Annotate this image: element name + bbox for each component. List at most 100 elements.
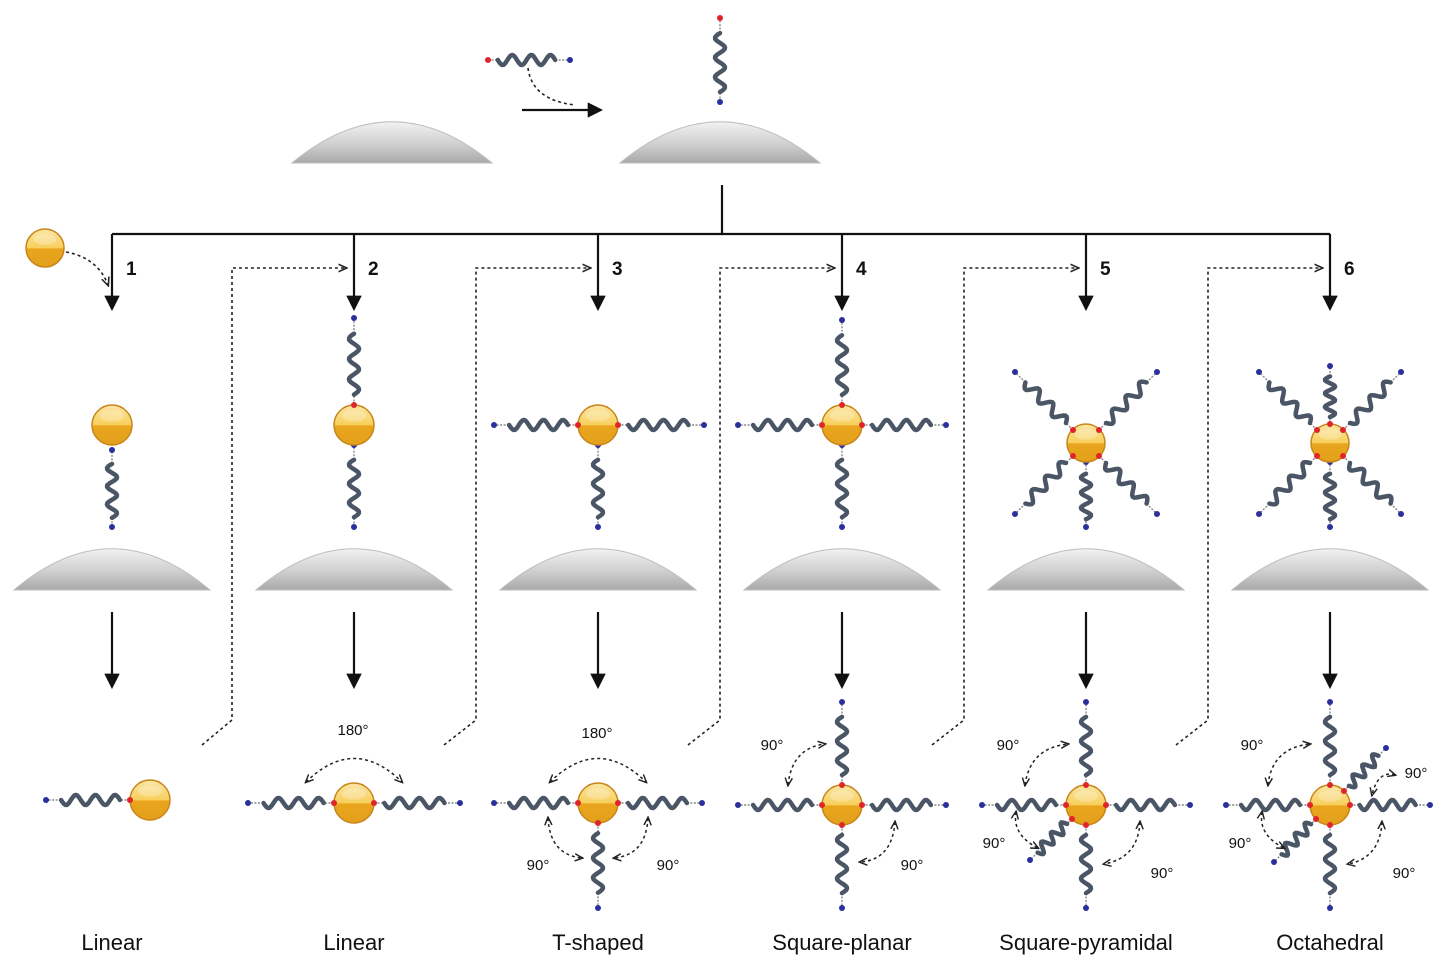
left-strand-4 xyxy=(735,417,825,433)
feedback-dashed-path-2 xyxy=(201,268,346,746)
angle-label-90-3-right: 90° xyxy=(657,857,680,874)
step-number-1: 1 xyxy=(126,259,137,280)
angle-label-90-6-left: 90° xyxy=(1229,835,1252,852)
product-strand-3b xyxy=(615,795,705,811)
angle-label-90-6-upright: 90° xyxy=(1405,765,1428,782)
strand-6-top xyxy=(1322,363,1338,427)
bound-particle-6 xyxy=(1310,423,1350,463)
angle-arc-5-right xyxy=(1104,822,1140,864)
strand-6-d xyxy=(1340,453,1404,517)
product-strand-4b xyxy=(859,797,949,813)
step-number-3: 3 xyxy=(612,259,623,280)
bound-particle-3 xyxy=(577,404,619,446)
strand-6-c xyxy=(1256,453,1320,517)
surface-strand-2 xyxy=(346,442,362,530)
dome-3 xyxy=(498,548,698,591)
product-strand-3a xyxy=(491,795,581,811)
product-strand-5c xyxy=(1078,699,1094,788)
substrate-dome-functionalized xyxy=(618,121,822,164)
strand-6-a xyxy=(1256,369,1320,433)
angle-arc-6-upright xyxy=(1372,774,1395,795)
angle-label-90-5-top: 90° xyxy=(997,737,1020,754)
feedback-dashed-path-3 xyxy=(443,268,590,746)
angle-arc-5-left xyxy=(1015,812,1038,848)
strand-5-c xyxy=(1012,453,1076,517)
angle-arc-4-top xyxy=(788,744,825,785)
geometry-label-6: Octahedral xyxy=(1276,930,1384,955)
feedback-dashed-path-5 xyxy=(931,268,1078,746)
angle-label-90-4-bottom: 90° xyxy=(901,857,924,874)
angle-arc-5-top xyxy=(1025,744,1068,785)
dome-4 xyxy=(742,548,942,591)
dome-2 xyxy=(254,548,454,591)
product-particle-1 xyxy=(129,779,171,821)
free-particle xyxy=(25,228,65,268)
product-strand-6b xyxy=(1347,797,1433,813)
strand-attach-dashed-arrow xyxy=(527,67,576,106)
angle-arc-4-bottom xyxy=(860,822,895,862)
product-strand-6e xyxy=(1341,745,1389,794)
strand-6-b xyxy=(1340,369,1404,433)
product-strand-6c xyxy=(1322,699,1338,788)
product-strand-2a xyxy=(245,795,337,811)
surface-strand-6 xyxy=(1322,459,1338,530)
product-particle-2 xyxy=(333,782,375,824)
product-strand-5d xyxy=(1078,822,1094,911)
feedback-dashed-path-4 xyxy=(687,268,834,746)
angle-arc-3-top xyxy=(550,757,646,783)
geometry-label-3: T-shaped xyxy=(552,930,644,955)
feedback-dashed-path-6 xyxy=(1175,268,1322,746)
step-number-2: 2 xyxy=(368,259,379,280)
dome-6 xyxy=(1230,548,1430,591)
strand-5-b xyxy=(1096,369,1160,433)
surface-strand-3 xyxy=(590,442,606,530)
angle-arc-2 xyxy=(306,757,402,783)
product-strand-1 xyxy=(43,792,133,808)
product-particle-4 xyxy=(821,784,863,826)
geometry-label-1: Linear xyxy=(81,930,142,955)
bound-particle-4 xyxy=(821,404,863,446)
product-particle-3 xyxy=(577,782,619,824)
dome-5 xyxy=(986,548,1186,591)
geometry-label-2: Linear xyxy=(323,930,384,955)
angle-arc-6-left xyxy=(1261,812,1284,848)
strand-5-a xyxy=(1012,369,1076,433)
bound-particle-2 xyxy=(333,404,375,446)
angle-label-90-6-top: 90° xyxy=(1241,737,1264,754)
dome-1 xyxy=(12,548,212,591)
product-strand-4c xyxy=(834,699,850,788)
product-strand-6a xyxy=(1223,797,1313,813)
right-strand-4 xyxy=(859,417,949,433)
surface-strand-1 xyxy=(104,447,120,530)
product-strand-5b xyxy=(1103,797,1193,813)
product-strand-6d xyxy=(1322,822,1338,911)
product-strand-3c xyxy=(590,820,606,911)
product-strand-4a xyxy=(735,797,825,813)
bound-particle-1 xyxy=(91,404,133,446)
angle-arc-6-right xyxy=(1348,822,1382,864)
angle-label-90-4-top: 90° xyxy=(761,737,784,754)
product-strand-5a xyxy=(979,797,1069,813)
right-strand-3 xyxy=(615,417,707,433)
angle-label-90-5-right: 90° xyxy=(1151,865,1174,882)
particle-feed-dashed-arrow xyxy=(65,251,108,285)
product-strand-2b xyxy=(371,795,463,811)
attached-strand-top xyxy=(712,15,728,105)
angle-label-90-6-right: 90° xyxy=(1393,865,1416,882)
step-number-5: 5 xyxy=(1100,259,1111,280)
surface-strand-4 xyxy=(834,442,850,530)
bound-particle-5 xyxy=(1066,423,1106,463)
substrate-dome-bare xyxy=(290,121,494,164)
angle-arc-6-top xyxy=(1268,744,1310,785)
geometry-label-4: Square-planar xyxy=(772,930,911,955)
product-strand-4d xyxy=(834,822,850,911)
left-strand-3 xyxy=(491,417,581,433)
top-strand-2 xyxy=(346,315,362,408)
step-number-4: 4 xyxy=(856,259,867,280)
strand-5-d xyxy=(1096,453,1160,517)
angle-label-90-3-left: 90° xyxy=(527,857,550,874)
angle-arc-3-left xyxy=(548,818,582,858)
product-strand-6f xyxy=(1271,816,1319,865)
